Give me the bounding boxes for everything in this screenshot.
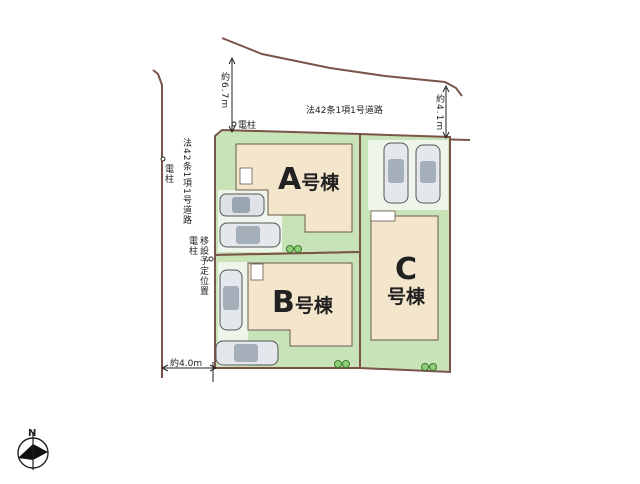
building-b-suffix: 号棟 xyxy=(294,295,333,317)
car-a1 xyxy=(219,193,265,217)
house-a-entrance xyxy=(239,167,253,185)
car-b1 xyxy=(219,269,243,331)
relocation-pole-marker xyxy=(208,256,214,262)
shrubs-a xyxy=(286,245,302,253)
dimension-west xyxy=(160,362,218,382)
house-a xyxy=(235,143,353,233)
house-c xyxy=(370,215,439,341)
dimension-north-left xyxy=(228,56,236,134)
west-road-label: 法42条1項1号道路 xyxy=(181,138,191,225)
shrubs-b xyxy=(334,360,350,368)
building-c-suffix: 号棟 xyxy=(386,286,425,308)
compass-north-label: N xyxy=(28,428,37,439)
west-road-outer-edge xyxy=(152,69,163,378)
house-b-entrance xyxy=(250,263,264,281)
car-b2 xyxy=(215,340,279,366)
building-c-letter: C xyxy=(394,252,418,287)
north-road-width-right: 約4.1m xyxy=(434,94,444,132)
building-b-letter: B xyxy=(272,285,295,320)
north-road-label: 法42条1項1号道路 xyxy=(306,106,383,116)
car-c2 xyxy=(415,144,441,204)
building-b-label: B号棟 xyxy=(272,285,333,320)
west-pole-label: 電柱 xyxy=(163,164,173,184)
house-c-entrance xyxy=(370,210,396,222)
compass-icon xyxy=(17,432,49,470)
building-a-letter: A xyxy=(278,162,302,197)
house-b xyxy=(247,262,353,347)
north-pole-marker xyxy=(231,121,237,127)
north-pole-label: 電柱 xyxy=(238,121,257,131)
relocation-pole-label: 移設予定位置電柱 xyxy=(187,236,208,296)
west-pole-marker xyxy=(160,156,166,162)
building-a-label: A号棟 xyxy=(278,162,339,197)
north-road-upper-edge xyxy=(221,37,463,97)
west-road-width: 約4.0m xyxy=(170,359,203,369)
building-a-suffix: 号棟 xyxy=(301,172,340,194)
building-c-label: C 号棟 xyxy=(384,252,428,309)
shrubs-c xyxy=(421,363,437,371)
dimension-north-right xyxy=(442,84,450,140)
car-c1 xyxy=(383,142,409,204)
car-a2 xyxy=(219,222,281,248)
north-road-width-left: 約6.7m xyxy=(219,72,229,110)
